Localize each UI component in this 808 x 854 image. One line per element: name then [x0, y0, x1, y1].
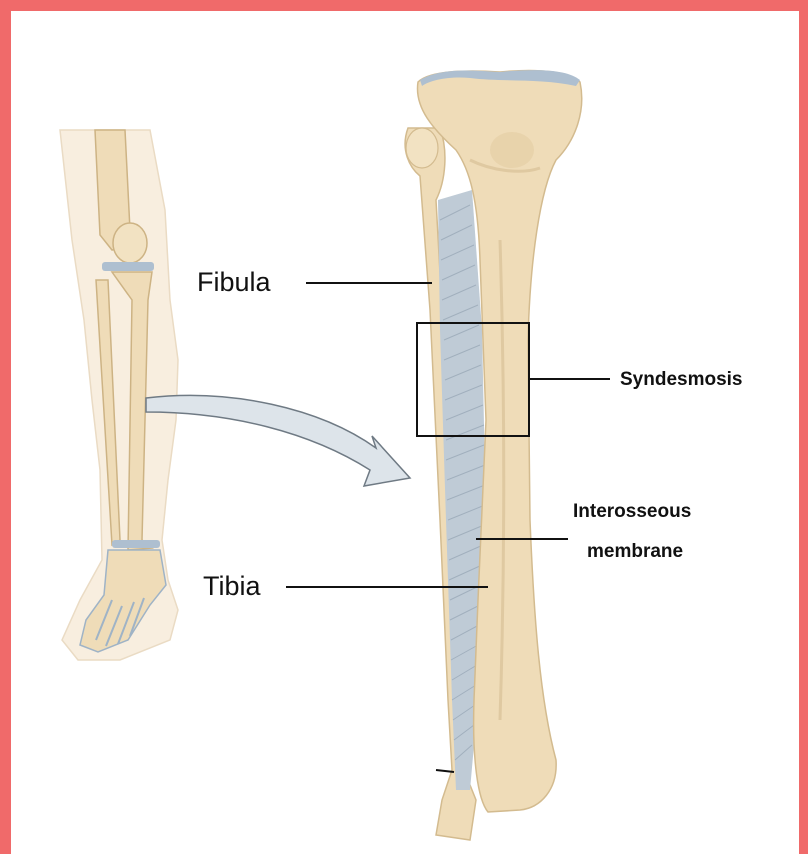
tibia-label: Tibia [203, 571, 261, 602]
ankle-cartilage [112, 540, 160, 548]
zoom-arrow [146, 395, 410, 486]
interosseous-label-line1: Interosseous [573, 501, 691, 523]
syndesmosis-label: Syndesmosis [620, 369, 743, 391]
fibula-label: Fibula [197, 267, 271, 298]
interosseous-label-line2: membrane [587, 541, 683, 563]
leg-overview [60, 130, 178, 660]
patella [113, 223, 147, 263]
tibia-fibula-detail [405, 70, 582, 840]
knee-cartilage [102, 262, 154, 271]
